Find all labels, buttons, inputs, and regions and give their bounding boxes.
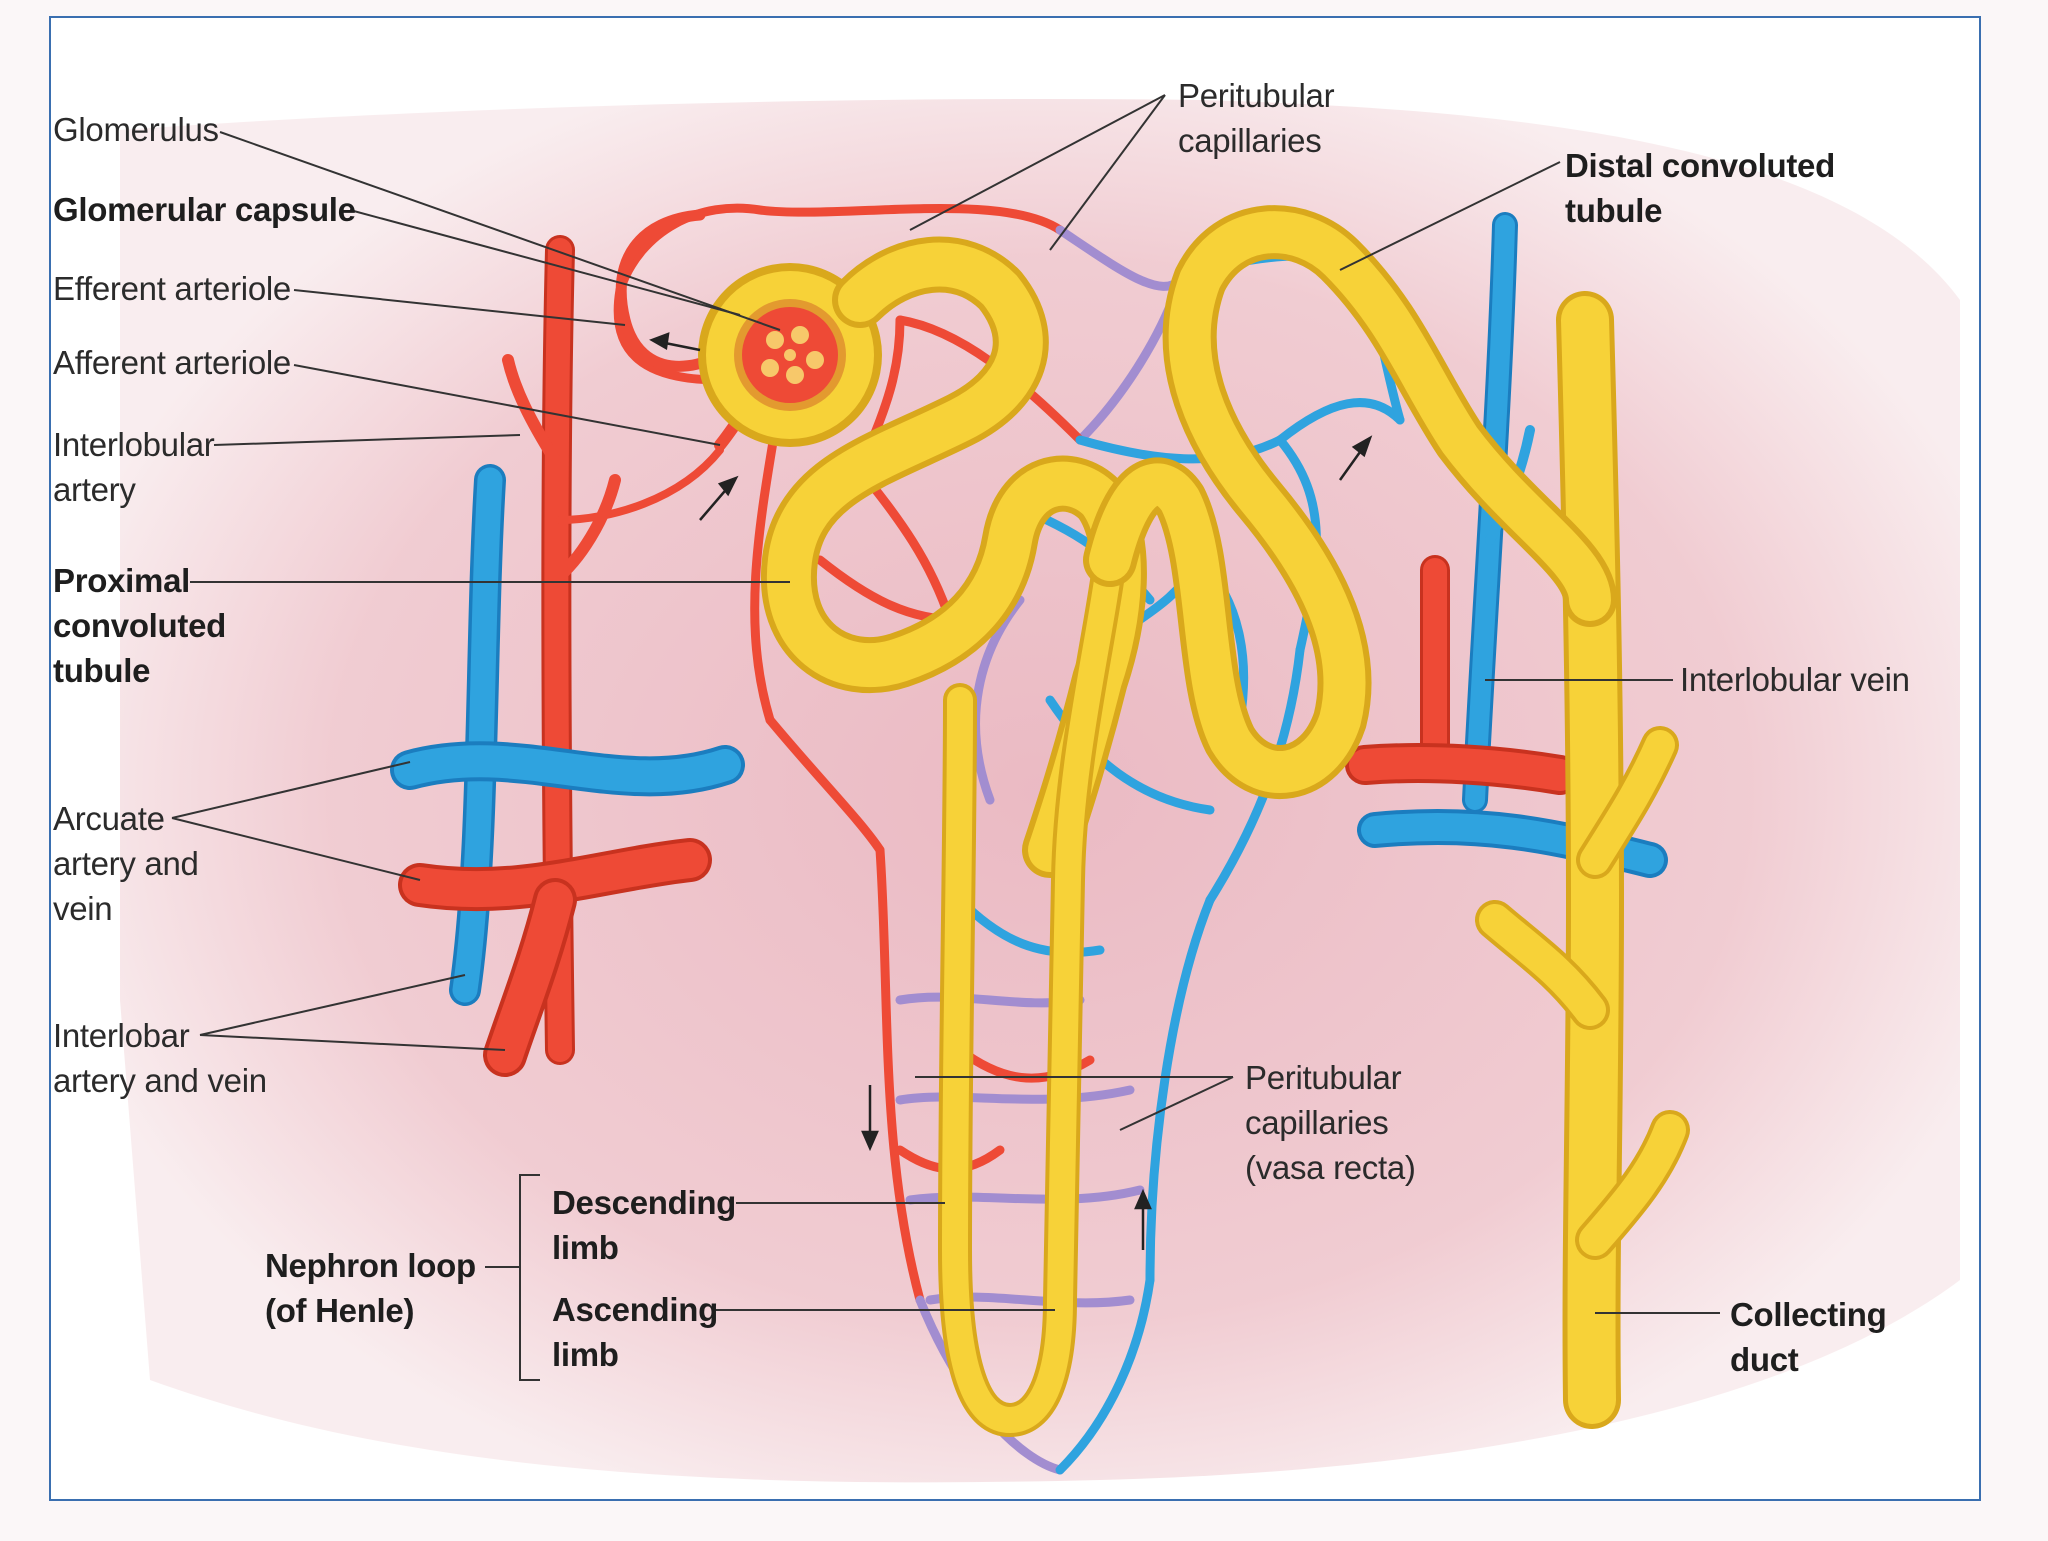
arrow-ascending-head <box>1134 1188 1152 1210</box>
arcuate-artery <box>398 838 712 1077</box>
glomerulus <box>742 307 838 403</box>
flow-arrows <box>649 332 1373 1250</box>
label-nephron-loop: Nephron loop (of Henle) <box>265 1247 476 1329</box>
label-distal-convoluted-tubule: Distal convoluted tubule <box>1565 147 1835 229</box>
arrow-efferent-head <box>649 332 670 350</box>
label-descending-limb: Descending limb <box>552 1184 737 1266</box>
label-glomerular-capsule: Glomerular capsule <box>53 191 356 228</box>
label-collecting-duct: Collecting duct <box>1730 1296 1887 1378</box>
label-efferent-arteriole: Efferent arteriole <box>53 270 291 307</box>
label-interlobular-vein: Interlobular vein <box>1680 661 1910 698</box>
arrow-distal-head <box>1351 435 1373 458</box>
arcuate-vein <box>390 741 745 797</box>
nephron-loop <box>937 543 1127 1438</box>
label-peritubular-capillaries-vasa-recta: Peritubular capillaries (vasa recta) <box>1245 1059 1416 1186</box>
label-peritubular-capillaries-top: Peritubular capillaries <box>1178 77 1335 159</box>
label-glomerulus: Glomerulus <box>53 111 219 148</box>
collecting-duct <box>1475 291 1690 1429</box>
arrow-afferent-head <box>717 475 739 497</box>
label-arcuate-artery-and-vein: Arcuate artery and vein <box>53 800 199 927</box>
interlobular-artery-right <box>1345 555 1580 795</box>
label-interlobar-artery-and-vein: Interlobar artery and vein <box>53 1017 267 1099</box>
label-ascending-limb: Ascending limb <box>552 1291 718 1373</box>
label-afferent-arteriole: Afferent arteriole <box>53 344 291 381</box>
distal-convoluted-tubule <box>1083 205 1617 799</box>
label-proximal-convoluted-tubule: Proximal convoluted tubule <box>53 562 227 689</box>
arrow-descending-head <box>861 1130 879 1152</box>
label-interlobular-artery: Interlobular artery <box>53 426 215 508</box>
leader-lines <box>171 94 1720 1381</box>
